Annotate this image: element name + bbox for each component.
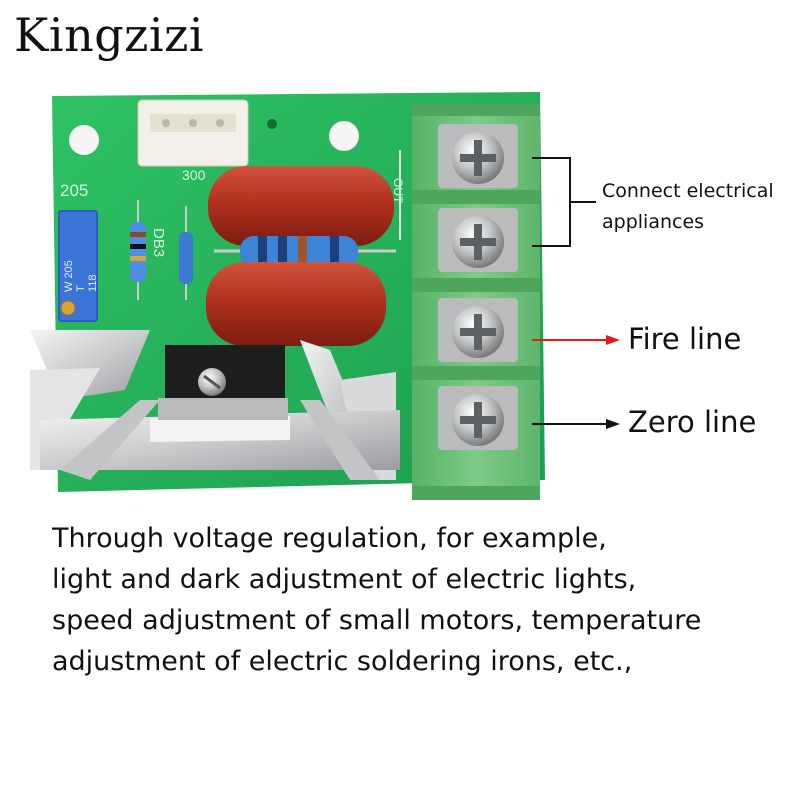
out-label: OUT bbox=[391, 178, 405, 204]
terminal-screw bbox=[438, 208, 518, 272]
description-text: Through voltage regulation, for example,… bbox=[52, 518, 782, 682]
zero-line-label: Zero line bbox=[628, 405, 757, 439]
silkscreen-205: 205 bbox=[60, 181, 88, 200]
trimmer-text: W 205 bbox=[63, 260, 75, 292]
trimmer-text: T bbox=[75, 285, 87, 292]
capacitor-bottom bbox=[206, 262, 386, 346]
description-line: adjustment of electric soldering irons, … bbox=[52, 646, 633, 677]
connect-label-line: appliances bbox=[602, 211, 705, 233]
connect-label-line: Connect electrical bbox=[602, 180, 774, 202]
description-line: light and dark adjustment of electric li… bbox=[52, 564, 637, 595]
diode-db3 bbox=[179, 206, 193, 300]
connect-bracket bbox=[532, 157, 596, 247]
heatsink bbox=[30, 330, 400, 480]
terminal-screw bbox=[438, 124, 518, 188]
header-connector bbox=[137, 99, 249, 167]
triac bbox=[158, 345, 288, 420]
terminal-screw bbox=[438, 298, 518, 362]
trimmer-potentiometer: W 205 T 118 bbox=[58, 210, 99, 322]
brand-logo-text: Kingzizi bbox=[14, 8, 205, 62]
connector-label: 300 bbox=[182, 167, 206, 183]
description-line: Through voltage regulation, for example, bbox=[52, 523, 607, 554]
diode-label: DB3 bbox=[150, 228, 167, 257]
resistor-small bbox=[130, 200, 146, 300]
description-line: speed adjustment of small motors, temper… bbox=[52, 605, 702, 636]
capacitor-top bbox=[208, 166, 394, 246]
mounting-hole bbox=[69, 125, 99, 155]
connect-appliances-label: Connect electrical appliances bbox=[602, 176, 774, 238]
terminal-screw bbox=[438, 386, 518, 450]
mounting-hole bbox=[329, 121, 359, 151]
fire-line-label: Fire line bbox=[628, 322, 742, 356]
fire-arrow bbox=[532, 335, 620, 345]
trimmer-text: 118 bbox=[87, 274, 99, 292]
power-resistor bbox=[214, 236, 396, 268]
zero-arrow bbox=[532, 419, 620, 429]
